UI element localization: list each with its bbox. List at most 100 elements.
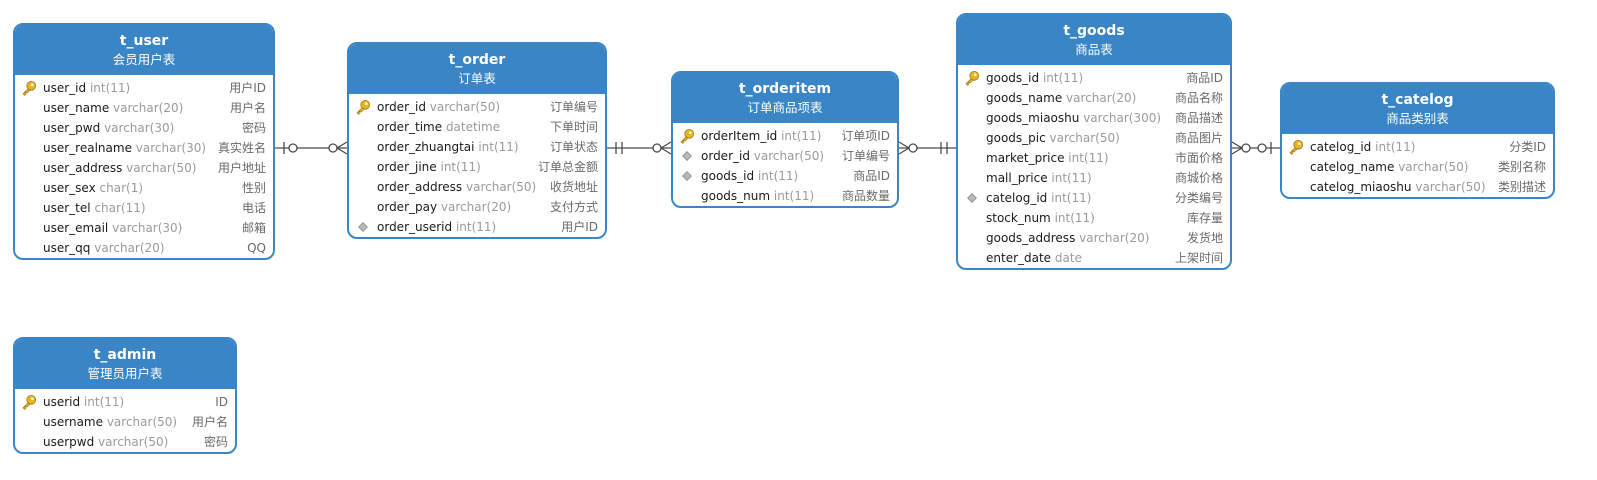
field-comment: 类别描述 xyxy=(1497,180,1546,194)
field-row[interactable]: goods_miaoshu varchar(300)商品描述 xyxy=(958,108,1230,128)
foreign-key-icon xyxy=(964,190,980,206)
field-row[interactable]: userid int(11)ID xyxy=(15,392,235,412)
field-type: varchar(50) xyxy=(98,435,169,449)
field-row[interactable]: user_tel char(11)电话 xyxy=(15,198,273,218)
field-row[interactable]: order_id varchar(50)订单编号 xyxy=(349,97,605,117)
foreign-key-icon xyxy=(679,148,695,164)
field-row[interactable]: user_email varchar(30)邮箱 xyxy=(15,218,273,238)
field-name: user_email varchar(30) xyxy=(43,218,182,238)
field-comment: 用户ID xyxy=(561,220,598,234)
field-row[interactable]: order_userid int(11)用户ID xyxy=(349,217,605,237)
field-name: order_id varchar(50) xyxy=(701,146,824,166)
field-name: goods_id int(11) xyxy=(701,166,798,186)
field-name: user_qq varchar(20) xyxy=(43,238,165,258)
field-name: order_id varchar(50) xyxy=(377,97,500,117)
field-comment: QQ xyxy=(247,241,266,255)
field-name-text: order_pay xyxy=(377,200,438,214)
field-row[interactable]: userpwd varchar(50)密码 xyxy=(15,432,235,452)
field-row[interactable]: market_price int(11)市面价格 xyxy=(958,148,1230,168)
field-row[interactable]: user_id int(11)用户ID xyxy=(15,78,273,98)
field-name-text: order_id xyxy=(701,149,750,163)
relation-t_goods-t_catelog[interactable] xyxy=(1231,141,1280,155)
field-type: varchar(20) xyxy=(113,101,184,115)
field-comment: 订单状态 xyxy=(549,140,598,154)
field-comment: 真实姓名 xyxy=(217,141,266,155)
field-name: enter_date date xyxy=(986,248,1082,268)
field-name-text: goods_id xyxy=(701,169,755,183)
field-row[interactable]: user_address varchar(50)用户地址 xyxy=(15,158,273,178)
entity-t-orderitem[interactable]: t_orderitem 订单商品项表 orderItem_id int(11)订… xyxy=(671,71,899,208)
field-name-text: goods_id xyxy=(986,71,1040,85)
entity-comment: 会员用户表 xyxy=(112,51,176,67)
field-comment: 收货地址 xyxy=(549,180,598,194)
field-name-text: user_name xyxy=(43,101,110,115)
field-type: char(1) xyxy=(99,181,144,195)
field-name: user_name varchar(20) xyxy=(43,98,183,118)
field-row[interactable]: goods_num int(11)商品数量 xyxy=(673,186,897,206)
entity-comment: 管理员用户表 xyxy=(87,365,163,381)
field-comment: 商城价格 xyxy=(1174,171,1223,185)
field-row[interactable]: goods_pic varchar(50)商品图片 xyxy=(958,128,1230,148)
field-row[interactable]: orderItem_id int(11)订单项ID xyxy=(673,126,897,146)
field-type: varchar(50) xyxy=(126,161,197,175)
field-name-text: user_id xyxy=(43,81,87,95)
foreign-key-icon xyxy=(355,219,371,235)
relation-t_user-t_order[interactable] xyxy=(275,141,348,155)
field-row[interactable]: goods_id int(11)商品ID xyxy=(673,166,897,186)
field-row[interactable]: user_name varchar(20)用户名 xyxy=(15,98,273,118)
field-name: userpwd varchar(50) xyxy=(43,432,168,452)
entity-header[interactable]: t_admin 管理员用户表 xyxy=(15,339,235,389)
entity-header[interactable]: t_orderitem 订单商品项表 xyxy=(673,73,897,123)
field-type: int(11) xyxy=(455,220,497,234)
field-row[interactable]: goods_name varchar(20)商品名称 xyxy=(958,88,1230,108)
field-name-text: user_qq xyxy=(43,241,91,255)
field-comment: 分类编号 xyxy=(1174,191,1223,205)
field-row[interactable]: order_pay varchar(20)支付方式 xyxy=(349,197,605,217)
field-row[interactable]: username varchar(50)用户名 xyxy=(15,412,235,432)
field-name-text: catelog_name xyxy=(1310,160,1395,174)
entity-header[interactable]: t_order 订单表 xyxy=(349,44,605,94)
field-name-text: stock_num xyxy=(986,211,1051,225)
field-type: int(11) xyxy=(757,169,799,183)
field-row[interactable]: mall_price int(11)商城价格 xyxy=(958,168,1230,188)
field-row[interactable]: catelog_name varchar(50)类别名称 xyxy=(1282,157,1553,177)
field-row[interactable]: stock_num int(11)库存量 xyxy=(958,208,1230,228)
entity-header[interactable]: t_user 会员用户表 xyxy=(15,25,273,75)
field-name: user_tel char(11) xyxy=(43,198,146,218)
field-name: user_pwd varchar(30) xyxy=(43,118,174,138)
field-row[interactable]: user_sex char(1)性别 xyxy=(15,178,273,198)
field-row[interactable]: catelog_miaoshu varchar(50)类别描述 xyxy=(1282,177,1553,197)
field-row[interactable]: order_address varchar(50)收货地址 xyxy=(349,177,605,197)
field-row[interactable]: goods_address varchar(20)发货地 xyxy=(958,228,1230,248)
field-name: orderItem_id int(11) xyxy=(701,126,821,146)
field-row[interactable]: order_id varchar(50)订单编号 xyxy=(673,146,897,166)
field-comment: 支付方式 xyxy=(549,200,598,214)
field-name: goods_miaoshu varchar(300) xyxy=(986,108,1161,128)
field-row[interactable]: catelog_id int(11)分类ID xyxy=(1282,137,1553,157)
field-type: varchar(30) xyxy=(112,221,183,235)
relation-t_order-t_orderitem[interactable] xyxy=(607,141,672,155)
field-row[interactable]: catelog_id int(11)分类编号 xyxy=(958,188,1230,208)
field-type: int(11) xyxy=(1042,71,1084,85)
field-row[interactable]: user_qq varchar(20) QQ xyxy=(15,238,273,258)
field-type: varchar(20) xyxy=(1079,231,1150,245)
field-name: goods_pic varchar(50) xyxy=(986,128,1120,148)
entity-header[interactable]: t_goods 商品表 xyxy=(958,15,1230,65)
field-row[interactable]: order_zhuangtai int(11)订单状态 xyxy=(349,137,605,157)
field-comment: 发货地 xyxy=(1186,231,1223,245)
field-row[interactable]: user_realname varchar(30)真实姓名 xyxy=(15,138,273,158)
field-row[interactable]: user_pwd varchar(30)密码 xyxy=(15,118,273,138)
relation-t_orderitem-t_goods[interactable] xyxy=(898,141,956,155)
field-row[interactable]: goods_id int(11)商品ID xyxy=(958,68,1230,88)
entity-header[interactable]: t_catelog 商品类别表 xyxy=(1282,84,1553,134)
field-row[interactable]: order_jine int(11)订单总金额 xyxy=(349,157,605,177)
field-comment: 用户名 xyxy=(191,415,228,429)
